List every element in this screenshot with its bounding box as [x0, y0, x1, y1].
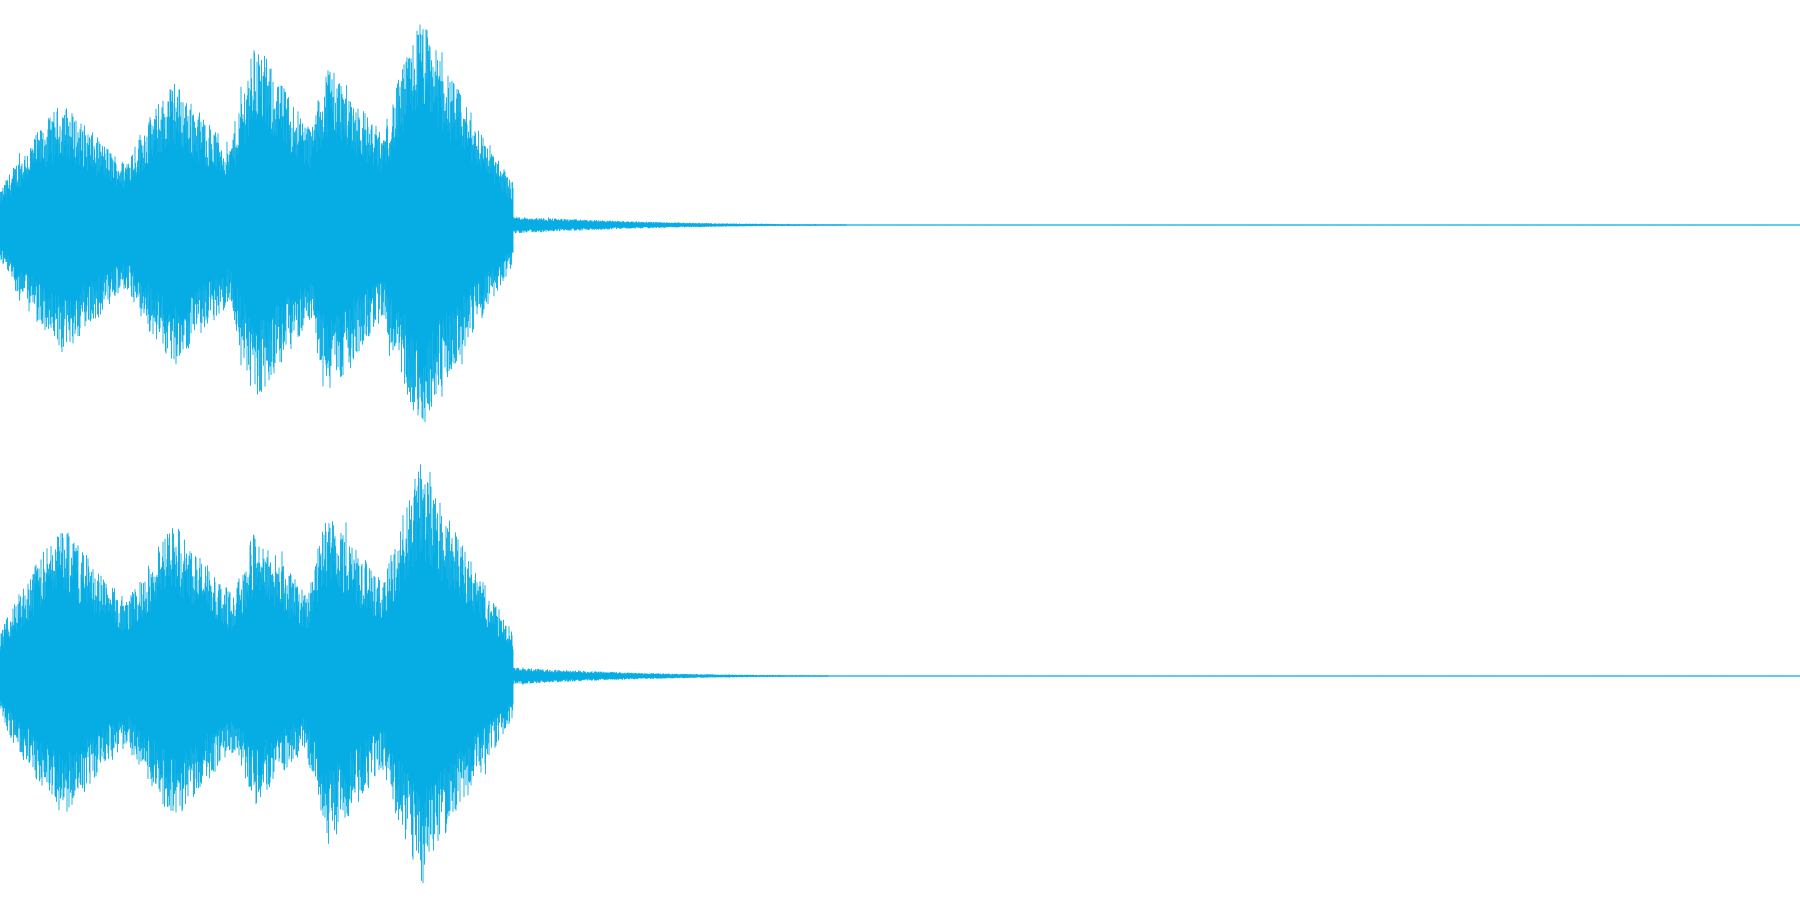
- channel-1-signal: [0, 24, 1800, 423]
- channel-2-waveform: [0, 464, 1800, 884]
- channel-1-waveform: [0, 24, 1800, 423]
- channel-2-signal: [0, 464, 1800, 884]
